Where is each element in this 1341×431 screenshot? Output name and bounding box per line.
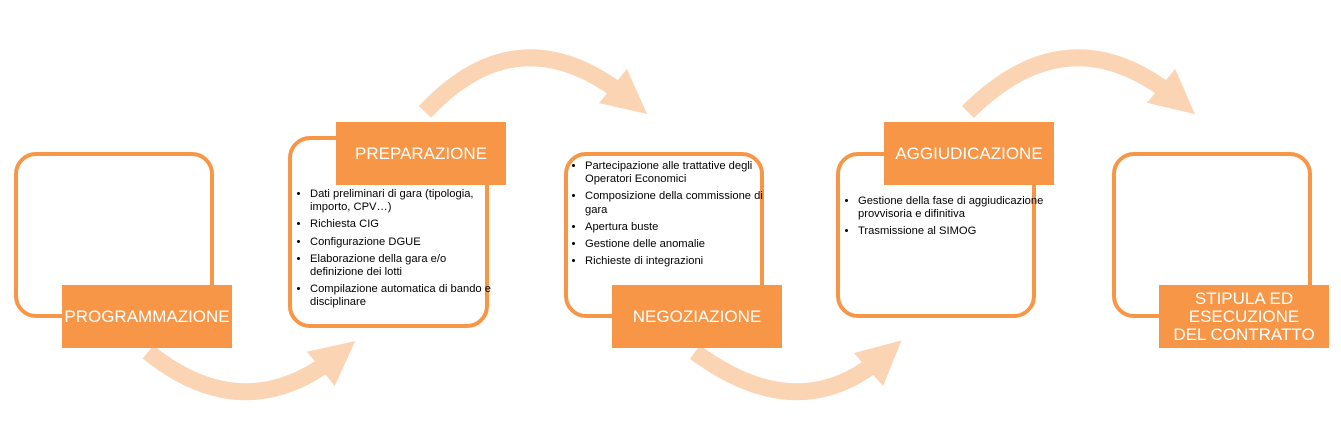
list-item: Apertura buste: [585, 221, 771, 234]
step-label-stipula: STIPULA ED ESECUZIONE DEL CONTRATTO: [1159, 285, 1329, 348]
step-items-negoziazione: Partecipazione alle trattative degli Ope…: [571, 160, 771, 272]
list-item: Compilazione automatica di bando e disci…: [310, 283, 496, 309]
list-item: Elaborazione della gara e/o definizione …: [310, 253, 496, 279]
list-item: Gestione delle anomalie: [585, 238, 771, 251]
step-label-aggiudicazione: AGGIUDICAZIONE: [884, 122, 1054, 185]
step-label-preparazione: PREPARAZIONE: [336, 122, 506, 185]
list-item: Richiesta CIG: [310, 218, 496, 231]
step-items-preparazione: Dati preliminari di gara (tipologia, imp…: [296, 188, 496, 314]
arrow-negoziazione-to-aggiudicazione: [689, 340, 902, 401]
list-item: Gestione della fase di aggiudicazione pr…: [858, 195, 1044, 221]
arrow-programmazione-to-preparazione: [142, 341, 356, 401]
list-item: Richieste di integrazioni: [585, 255, 771, 268]
step-items-aggiudicazione: Gestione della fase di aggiudicazione pr…: [844, 195, 1044, 243]
step-label-programmazione: PROGRAMMAZIONE: [62, 285, 232, 348]
list-item: Composizione della commissione di gara: [585, 190, 771, 216]
step-label-negoziazione: NEGOZIAZIONE: [612, 285, 782, 348]
list-item: Partecipazione alle trattative degli Ope…: [585, 160, 771, 186]
list-item: Dati preliminari di gara (tipologia, imp…: [310, 188, 496, 214]
arrow-preparazione-to-negoziazione: [418, 49, 648, 118]
list-item: Configurazione DGUE: [310, 236, 496, 249]
list-item: Trasmissione al SIMOG: [858, 225, 1044, 238]
arrow-aggiudicazione-to-stipula: [961, 49, 1195, 119]
